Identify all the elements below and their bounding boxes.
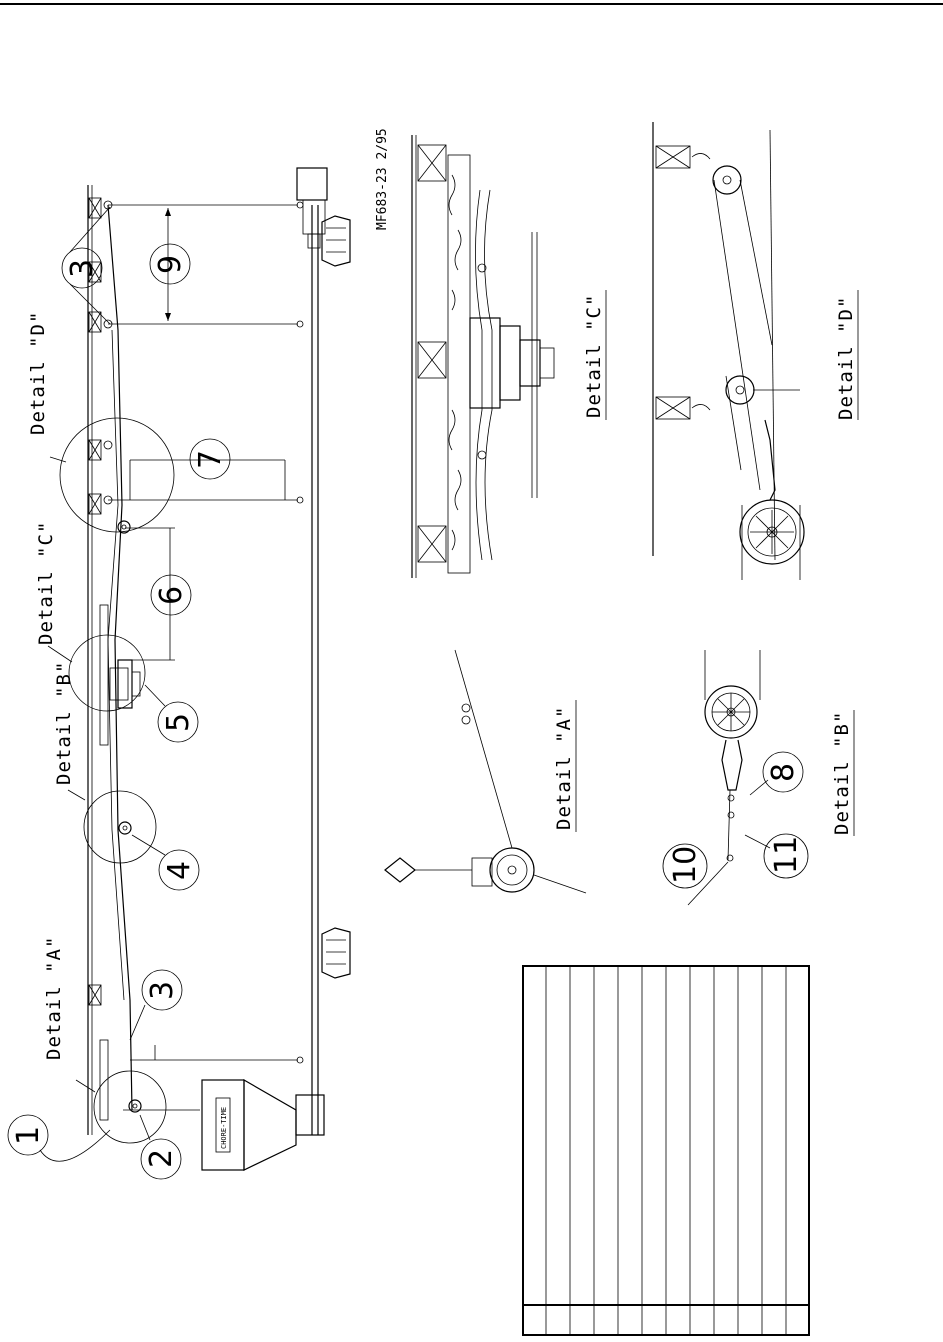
- callout-1: 1: [7, 1114, 111, 1162]
- hopper-logo: CHORE-TIME: [220, 1107, 228, 1149]
- feeder-pan-1: [321, 215, 351, 267]
- svg-text:10: 10: [668, 846, 703, 884]
- callout-7: 7: [189, 438, 231, 480]
- dimension-7: [129, 459, 286, 500]
- svg-text:2: 2: [144, 1149, 179, 1168]
- drive-unit: [296, 167, 328, 249]
- callout-8: 8: [749, 751, 804, 796]
- detail-a-view: Detail "A": [384, 649, 587, 894]
- svg-text:6: 6: [154, 586, 189, 605]
- parts-table: [522, 965, 810, 1336]
- callout-10: 10: [662, 843, 708, 889]
- dimension-9: [165, 208, 171, 321]
- winch-cable: [107, 204, 133, 1111]
- detail-b-label: Detail "B": [53, 661, 75, 785]
- main-assembly: CHORE-TIME Detail "A" Detail "B" Detail …: [27, 128, 390, 1171]
- callout-3b: 3: [61, 206, 111, 325]
- detail-a-enlarged-label: Detail "A": [553, 706, 575, 830]
- detail-c-circle: [68, 634, 146, 712]
- detail-d-view: Detail "D": [652, 122, 859, 580]
- pulley-4: [118, 821, 132, 835]
- detail-b-view: Detail "B": [687, 650, 855, 906]
- detail-c-enlarged-label: Detail "C": [583, 294, 605, 418]
- svg-text:3: 3: [145, 981, 180, 1000]
- feed-line-tube: [311, 205, 319, 1135]
- winch-assembly: [109, 659, 141, 709]
- svg-text:5: 5: [161, 713, 196, 732]
- detail-c-label: Detail "C": [35, 521, 57, 645]
- callout-11: 11: [744, 833, 809, 879]
- svg-text:1: 1: [11, 1126, 46, 1145]
- hopper: CHORE-TIME: [201, 1078, 325, 1171]
- svg-text:3: 3: [65, 259, 100, 278]
- svg-text:8: 8: [766, 763, 801, 782]
- detail-a-circle: [93, 1070, 167, 1144]
- pulley-6: [117, 520, 131, 534]
- callouts: 1 2 3 3 4 5 6: [7, 206, 809, 1180]
- pulley-1: [128, 1099, 142, 1113]
- rafter-blocks: [88, 197, 102, 1006]
- detail-c-view: Detail "C": [411, 135, 607, 578]
- drawing-code: MF683-23 2/95: [375, 128, 390, 230]
- detail-b-circle: [83, 790, 157, 864]
- svg-text:4: 4: [162, 861, 197, 880]
- callout-5: 5: [144, 684, 199, 743]
- svg-text:7: 7: [193, 450, 228, 469]
- callout-9: 9: [149, 243, 191, 285]
- detail-a-label: Detail "A": [43, 936, 65, 1060]
- detail-d-enlarged-label: Detail "D": [835, 296, 857, 420]
- feeder-pan-2: [321, 927, 351, 979]
- callout-4: 4: [131, 834, 200, 891]
- detail-b-enlarged-label: Detail "B": [831, 711, 853, 835]
- dimension-6: [125, 527, 175, 661]
- drop-cables: [103, 200, 304, 1064]
- svg-text:9: 9: [153, 255, 188, 274]
- detail-d-label: Detail "D": [27, 311, 49, 435]
- callout-6: 6: [150, 574, 192, 616]
- detail-d-circle: [59, 417, 175, 533]
- callout-3a: 3: [129, 969, 183, 1041]
- callout-2: 2: [139, 1114, 182, 1180]
- svg-text:11: 11: [769, 836, 804, 874]
